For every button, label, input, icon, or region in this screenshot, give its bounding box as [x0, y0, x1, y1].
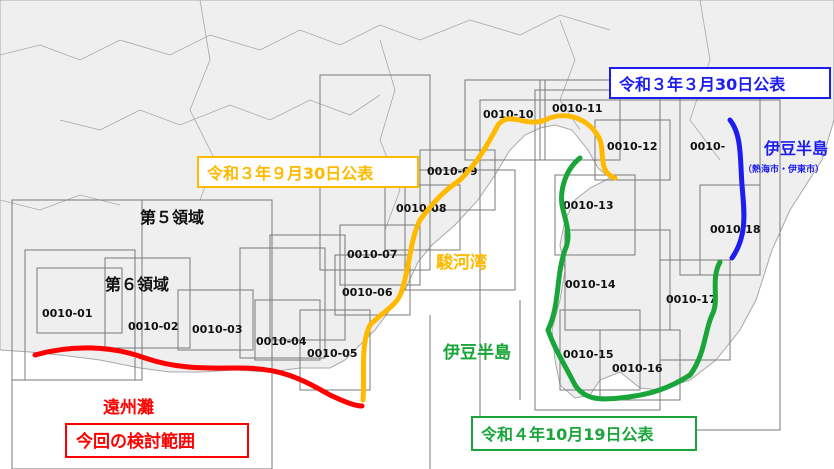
red-area-label: 遠州灘	[103, 397, 154, 418]
orange-coastline	[360, 113, 618, 403]
tile-label: 0010-14	[565, 278, 616, 291]
blue-sub-label: （熱海市・伊東市）	[743, 163, 824, 175]
tile-label: 0010-18	[710, 223, 761, 236]
tile-label: 0010-02	[128, 320, 179, 333]
region6-label: 第６領域	[105, 275, 169, 294]
orange-area-label: 駿河湾	[436, 252, 487, 273]
tile-label: 0010-	[690, 140, 725, 153]
orange-box-frame	[197, 156, 419, 188]
tile-label: 0010-12	[607, 140, 658, 153]
green-box-frame	[471, 416, 697, 451]
blue-box-frame	[609, 67, 831, 99]
tile-label: 0010-10	[483, 108, 534, 121]
tile-label: 0010-15	[563, 348, 614, 361]
green-area-label: 伊豆半島	[442, 342, 511, 363]
red-box-frame	[65, 423, 249, 458]
orange-box-label: 令和３年９月30日公表	[206, 164, 374, 183]
tile-label: 0010-13	[563, 199, 614, 212]
green-coastline	[545, 155, 723, 402]
tile-label: 0010-04	[256, 335, 307, 348]
red-coastline	[32, 345, 365, 409]
mesh-boxes	[11, 74, 781, 469]
land-mass	[0, 0, 834, 399]
tile-label: 0010-08	[396, 202, 447, 215]
green-box-label: 令和４年10月19日公表	[480, 425, 655, 444]
tile-label: 0010-01	[42, 307, 93, 320]
red-box-label: 今回の検討範囲	[76, 431, 195, 452]
blue-coastline	[727, 117, 747, 261]
tile-label: 0010-03	[192, 323, 243, 336]
tile-label: 0010-17	[666, 293, 717, 306]
tile-label: 0010-05	[307, 347, 358, 360]
blue-area-label: 伊豆半島	[763, 139, 828, 158]
tile-label: 0010-06	[342, 286, 393, 299]
tile-label: 0010-16	[612, 362, 663, 375]
region5-label: 第５領域	[140, 208, 204, 227]
tile-label: 0010-11	[552, 102, 603, 115]
blue-box-label: 令和３年３月30日公表	[618, 75, 786, 94]
tile-label: 0010-07	[347, 248, 398, 261]
